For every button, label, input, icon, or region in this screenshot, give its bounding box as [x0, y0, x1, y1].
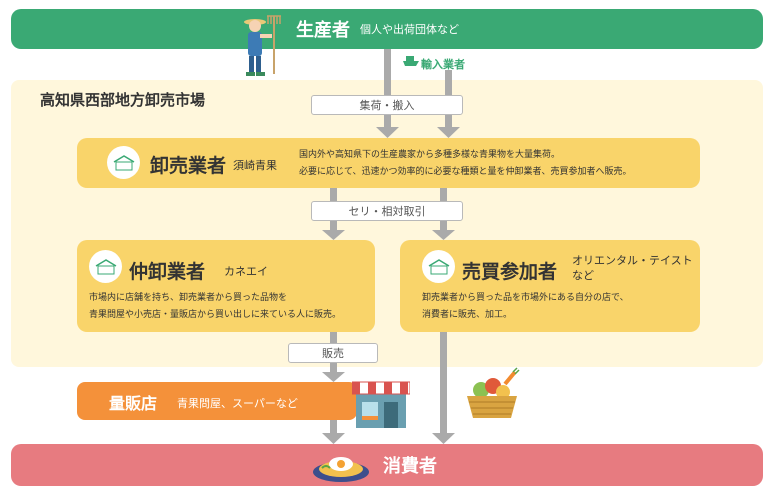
store-icon [352, 381, 410, 428]
meal-icon [313, 457, 369, 482]
middleman-desc-1: 市場内に店舗を持ち、卸売業者から買った品物を [89, 293, 288, 303]
market-logo-icon [107, 146, 140, 179]
producer-bar: 生産者 個人や出荷団体など [11, 9, 763, 49]
consumer-bar: 消費者 [11, 444, 763, 486]
buyer-company-1: オリエンタル・テイスト [572, 254, 693, 267]
retail-note: 青果問屋、スーパーなど [177, 397, 298, 410]
producer-title: 生産者 [296, 20, 350, 41]
market-logo-icon [422, 250, 455, 283]
retail-box: 量販店 青果問屋、スーパーなど [77, 382, 357, 420]
producer-note: 個人や出荷団体など [360, 23, 459, 36]
retail-title: 量販店 [109, 394, 158, 413]
step-collection: 集荷・搬入 [311, 95, 463, 115]
buyer-desc-2: 消費者に販売、加工。 [422, 310, 513, 320]
vegetable-basket-icon [467, 367, 520, 418]
consumer-title: 消費者 [383, 456, 437, 477]
market-logo-icon [89, 250, 122, 283]
wholesaler-title: 卸売業者 [150, 155, 227, 177]
importer-label: 輸入業者 [421, 58, 465, 71]
step-sale: 販売 [288, 343, 378, 363]
farmer-icon [244, 15, 281, 76]
wholesaler-desc-2: 必要に応じて、迅速かつ効率的に必要な種類と量を仲卸業者、売買参加者へ販売。 [299, 167, 632, 177]
middleman-company: カネエイ [224, 265, 268, 278]
middleman-desc-2: 青果問屋や小売店・量販店から買い出しに来ている人に販売。 [89, 310, 342, 320]
wholesaler-company: 須崎青果 [233, 159, 277, 172]
step-auction: セリ・相対取引 [311, 201, 463, 221]
buyer-title: 売買参加者 [462, 261, 558, 283]
ship-icon [403, 56, 419, 66]
market-title: 高知県西部地方卸売市場 [40, 91, 206, 109]
middleman-box: 仲卸業者 カネエイ 市場内に店舗を持ち、卸売業者から買った品物を 青果問屋や小売… [77, 240, 375, 332]
buyer-box: 売買参加者 オリエンタル・テイスト など 卸売業者から買った品を市場外にある自分… [400, 240, 700, 332]
middleman-title: 仲卸業者 [129, 261, 206, 283]
buyer-company-2: など [572, 269, 594, 282]
wholesaler-box: 卸売業者 須崎青果 国内外や高知県下の生産農家から多種多様な青果物を大量集荷。 … [77, 138, 700, 188]
wholesaler-desc-1: 国内外や高知県下の生産農家から多種多様な青果物を大量集荷。 [299, 150, 561, 160]
buyer-desc-1: 卸売業者から買った品を市場外にある自分の店で、 [422, 293, 629, 303]
